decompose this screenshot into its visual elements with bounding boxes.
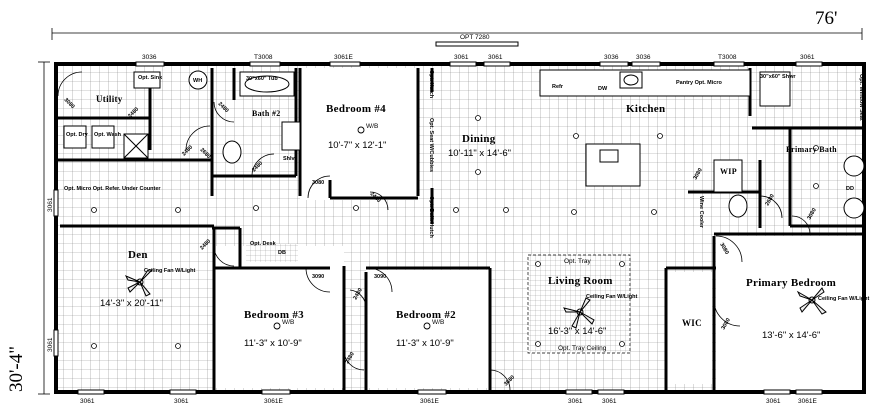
door-label-8: 3090 — [312, 274, 324, 280]
opt-micro-label: Opt. Micro Opt. Refer. Under Counter — [64, 186, 161, 192]
door-label-17: 3080 — [807, 207, 818, 221]
refrigerator-label: Refr — [552, 84, 564, 90]
window-label-bottom-1: 3061 — [174, 398, 189, 405]
door-label-16: 2680 — [765, 193, 776, 207]
dishwasher-label: DW — [598, 86, 608, 92]
window-label-top-7: T3008 — [718, 54, 737, 61]
window-labels: 3036 T3008 3061E 3061 3061 3036 3036 T30… — [80, 54, 817, 405]
dining-name: Dining — [462, 133, 496, 145]
wic-name: WIC — [682, 318, 702, 328]
door-label-18: 3080 — [693, 167, 704, 181]
overall-width-dimension — [51, 28, 863, 40]
window-label-left-0: 3061 — [47, 197, 54, 212]
living-opt-top: Opt. Tray — [564, 258, 591, 265]
window-label-bottom-0: 3061 — [80, 398, 95, 405]
door-label-14: 3080 — [718, 242, 729, 256]
opt-window-seat-label: Opt. Window Seat — [858, 74, 864, 121]
window-label-top-3: 3061 — [454, 54, 469, 61]
bedroom4-wb: W/B — [366, 123, 378, 130]
bedroom2-dims: 11'-3" x 10'-9" — [396, 338, 454, 349]
primary-bedroom-dims: 13'-6" x 14'-6" — [762, 330, 820, 341]
opt-desk-label: Opt. Desk — [250, 241, 277, 247]
shelves-label: Shlvs — [283, 156, 298, 162]
window-label-top-0: 3036 — [142, 54, 157, 61]
tub-label: 30"x60" Tub — [246, 76, 278, 82]
bedroom3-wb: W/B — [282, 319, 294, 326]
opt-sink-label: Opt. Sink — [138, 75, 163, 81]
door-label-6: 3080 — [312, 180, 324, 186]
utility-fixtures — [63, 70, 865, 219]
window-label-bottom-3: 3061E — [420, 398, 439, 405]
dining-dims: 10'-11" x 14'-6" — [448, 148, 511, 159]
bedroom3-name: Bedroom #3 — [244, 309, 304, 321]
primary-bedroom-name: Primary Bedroom — [746, 277, 836, 289]
window-label-top-4: 3061 — [488, 54, 503, 61]
door-label-15: 3080 — [721, 317, 732, 331]
primary-bath-name: Primary Bath — [786, 145, 837, 154]
window-label-bottom-5: 3061 — [602, 398, 617, 405]
overall-width-label: 76' — [815, 8, 837, 29]
bedroom3-dims: 11'-3" x 10'-9" — [244, 338, 302, 349]
opt-dryer-label: Opt. Dry — [66, 132, 89, 138]
window-label-bottom-4: 3061 — [568, 398, 583, 405]
window-label-left-1: 3061 — [47, 337, 54, 352]
opt-seat-label: Opt. Seat W/Cubbies — [428, 118, 434, 172]
overall-depth-label: 30'-4" — [6, 346, 27, 392]
bath2-name: Bath #2 — [252, 109, 281, 118]
db-label: DB — [278, 250, 286, 256]
kitchen-counters — [539, 69, 751, 193]
window-label-top-6: 3036 — [636, 54, 651, 61]
dd-label: DD — [846, 186, 854, 192]
den-fan: Ceiling Fan W/Light — [144, 268, 195, 274]
bedroom4-name: Bedroom #4 — [326, 103, 386, 115]
opt-built-hutch-label: Opt. Built Hutch — [428, 196, 434, 238]
opt-door-label: OPT 7280 — [460, 34, 490, 41]
window-markers — [53, 41, 823, 395]
den-name: Den — [128, 249, 148, 261]
window-label-top-1: T3008 — [254, 54, 273, 61]
shower-label: 30"x60" Shwr — [760, 74, 796, 80]
window-label-top-5: 3036 — [604, 54, 619, 61]
window-label-bottom-7: 3061E — [798, 398, 817, 405]
kitchen-name: Kitchen — [626, 103, 665, 115]
wip-name: WIP — [720, 167, 737, 176]
bedroom2-wb: W/B — [432, 319, 444, 326]
opt-hutch-label: Opt. Hutch — [428, 70, 434, 99]
living-tray-ceiling — [527, 254, 631, 354]
bedroom2-name: Bedroom #2 — [396, 309, 456, 321]
wall-box-markers — [273, 126, 431, 330]
primary-bedroom-fan: Ceiling Fan W/Light — [818, 296, 869, 302]
opt-washer-label: Opt. Wash — [94, 132, 122, 138]
living-fan: Ceiling Fan W/Light — [586, 294, 637, 300]
ceiling-fans — [124, 269, 827, 329]
window-label-top-8: 3061 — [800, 54, 815, 61]
overall-depth-dimension — [38, 61, 50, 395]
den-dims: 14'-3" x 20'-11" — [100, 298, 163, 309]
window-label-top-2: 3061E — [334, 54, 353, 61]
recessed-lights — [91, 115, 819, 349]
living-dims: 16'-3" x 14'-6" — [548, 326, 606, 337]
door-swings — [57, 71, 811, 391]
window-label-bottom-2: 3061E — [264, 398, 283, 405]
wine-cooler-label: Wine Cooler — [698, 196, 704, 229]
water-heater-label: WH — [193, 78, 202, 84]
window-label-bottom-6: 3061 — [766, 398, 781, 405]
interior-walls — [58, 68, 862, 390]
door-label-12: 2480 — [345, 351, 356, 365]
pantry-label: Pantry Opt. Micro — [676, 80, 722, 86]
bedroom4-dims: 10'-7" x 12'-1" — [328, 140, 386, 151]
door-label-11: 2480 — [353, 287, 364, 301]
living-opt-ceiling: Opt. Tray Ceiling — [558, 345, 607, 352]
door-label-9: 3090 — [374, 274, 386, 280]
utility-name: Utility — [96, 94, 123, 104]
living-name: Living Room — [548, 275, 613, 287]
